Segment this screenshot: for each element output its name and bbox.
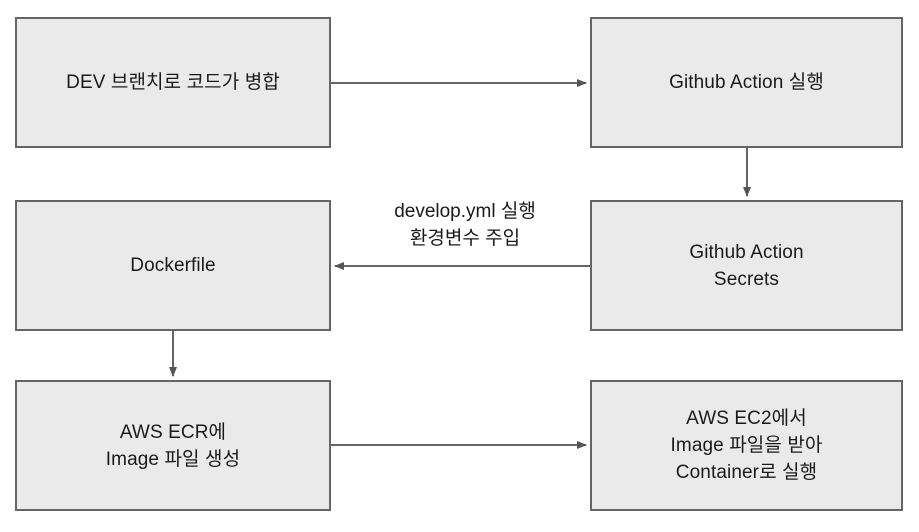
node-dev-merge-label: DEV 브랜치로 코드가 병합 [66, 72, 280, 93]
node-aws-ecr[interactable]: AWS ECR에 Image 파일 생성 [15, 380, 331, 511]
edge-label-secrets-to-dockerfile: develop.yml 실행 환경변수 주입 [394, 201, 536, 249]
node-github-action-label: Github Action 실행 [669, 72, 824, 93]
node-dockerfile-label: Dockerfile [130, 255, 216, 276]
node-github-action-secrets[interactable]: Github Action Secrets [590, 200, 903, 331]
node-github-action[interactable]: Github Action 실행 [590, 17, 903, 148]
node-github-action-secrets-label: Github Action Secrets [689, 241, 804, 290]
node-aws-ec2[interactable]: AWS EC2에서 Image 파일을 받아 Container로 실행 [590, 380, 903, 511]
node-dev-merge[interactable]: DEV 브랜치로 코드가 병합 [15, 17, 331, 148]
node-aws-ec2-label: AWS EC2에서 Image 파일을 받아 Container로 실행 [670, 408, 823, 483]
node-aws-ecr-label: AWS ECR에 Image 파일 생성 [105, 421, 241, 470]
node-dockerfile[interactable]: Dockerfile [15, 200, 331, 331]
